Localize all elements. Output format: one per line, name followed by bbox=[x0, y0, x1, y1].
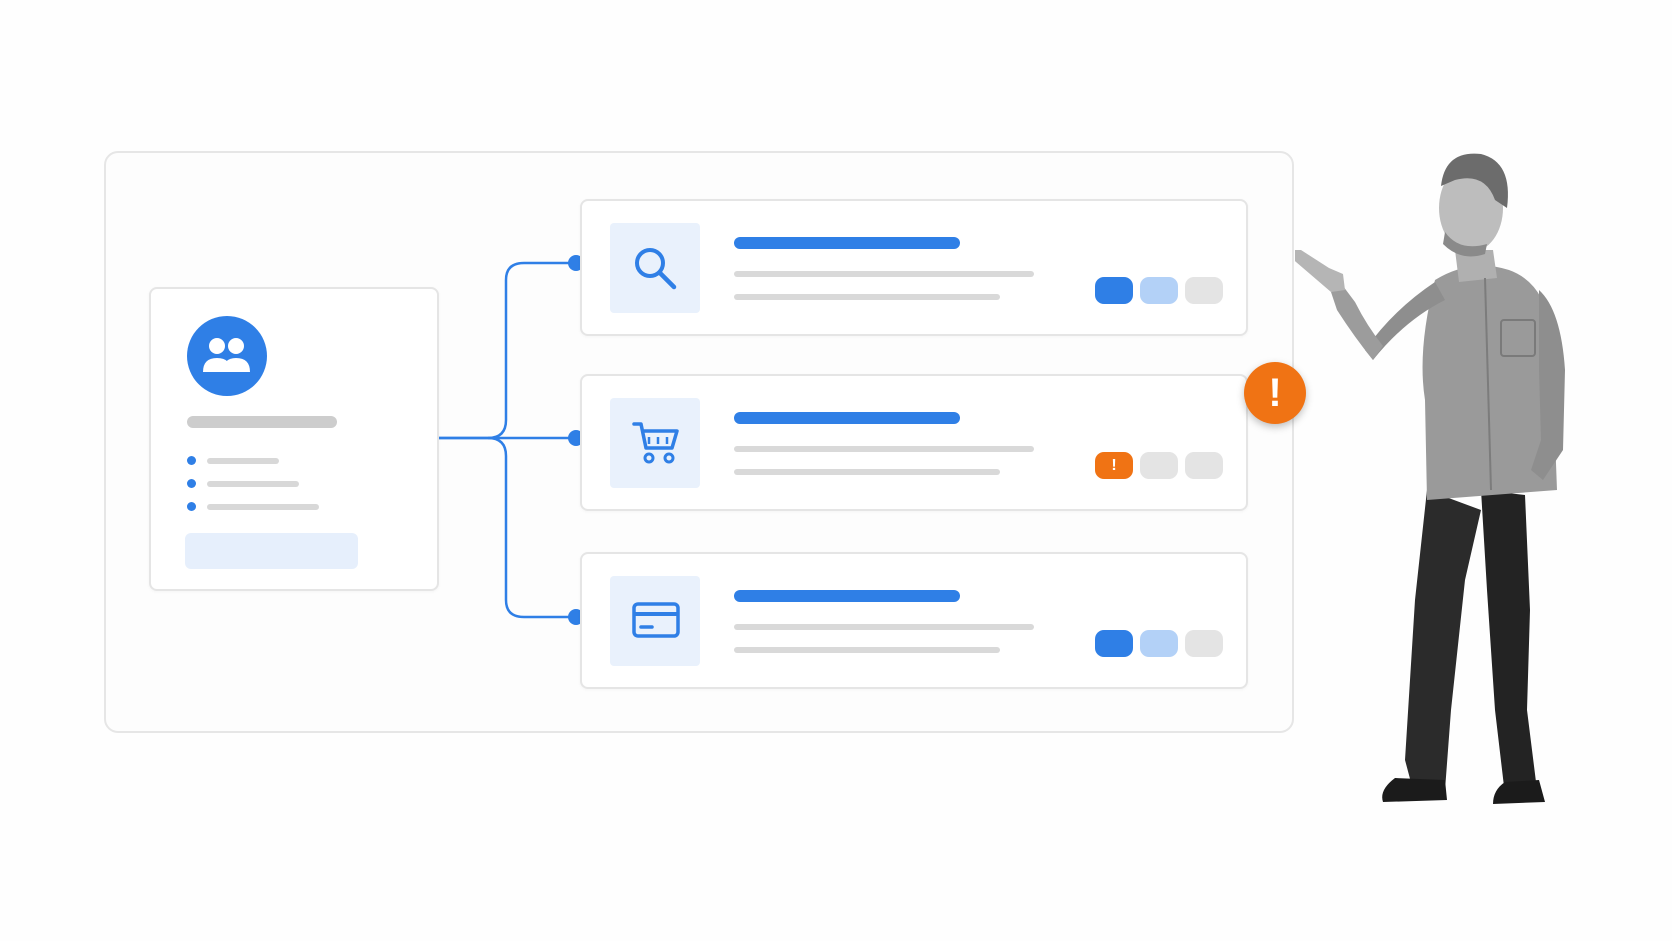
list-bullet bbox=[187, 479, 196, 488]
list-item bbox=[207, 504, 319, 510]
step-icon-box bbox=[610, 576, 700, 666]
connector-payment bbox=[487, 436, 576, 619]
status-pill-active bbox=[1095, 277, 1133, 304]
step-card-cart[interactable]: ! bbox=[580, 374, 1248, 511]
step-text-placeholder bbox=[734, 446, 1034, 452]
profile-name-placeholder bbox=[187, 416, 337, 428]
step-title-placeholder bbox=[734, 237, 960, 249]
list-item bbox=[207, 481, 299, 487]
step-text-placeholder bbox=[734, 294, 1000, 300]
step-icon-box bbox=[610, 398, 700, 488]
step-card-search[interactable] bbox=[580, 199, 1248, 336]
step-text-placeholder bbox=[734, 624, 1034, 630]
presenter-illustration bbox=[1295, 153, 1565, 804]
list-bullet bbox=[187, 502, 196, 511]
users-icon bbox=[203, 338, 250, 372]
list-bullet bbox=[187, 456, 196, 465]
status-pill-active bbox=[1095, 630, 1133, 657]
user-profile-card[interactable] bbox=[149, 287, 439, 591]
status-pill-pending bbox=[1185, 452, 1223, 479]
step-card-payment[interactable] bbox=[580, 552, 1248, 689]
avatar bbox=[187, 316, 267, 396]
step-text-placeholder bbox=[734, 647, 1000, 653]
status-pill-pending bbox=[1140, 452, 1178, 479]
credit-card-icon bbox=[632, 602, 680, 638]
step-text-placeholder bbox=[734, 469, 1000, 475]
status-pill-partial bbox=[1140, 277, 1178, 304]
connector-search bbox=[439, 261, 576, 440]
step-text-placeholder bbox=[734, 271, 1034, 277]
status-pill-error: ! bbox=[1095, 452, 1133, 479]
exclamation-icon: ! bbox=[1111, 457, 1117, 474]
step-title-placeholder bbox=[734, 590, 960, 602]
search-icon bbox=[635, 248, 677, 290]
step-title-placeholder bbox=[734, 412, 960, 424]
status-pill-partial bbox=[1140, 630, 1178, 657]
alert-badge[interactable]: ! bbox=[1244, 362, 1306, 424]
status-pill-pending bbox=[1185, 630, 1223, 657]
step-icon-box bbox=[610, 223, 700, 313]
exclamation-icon: ! bbox=[1268, 371, 1282, 415]
cart-icon bbox=[632, 422, 679, 464]
list-item bbox=[207, 458, 279, 464]
status-pill-pending bbox=[1185, 277, 1223, 304]
profile-action-button[interactable] bbox=[185, 533, 358, 569]
